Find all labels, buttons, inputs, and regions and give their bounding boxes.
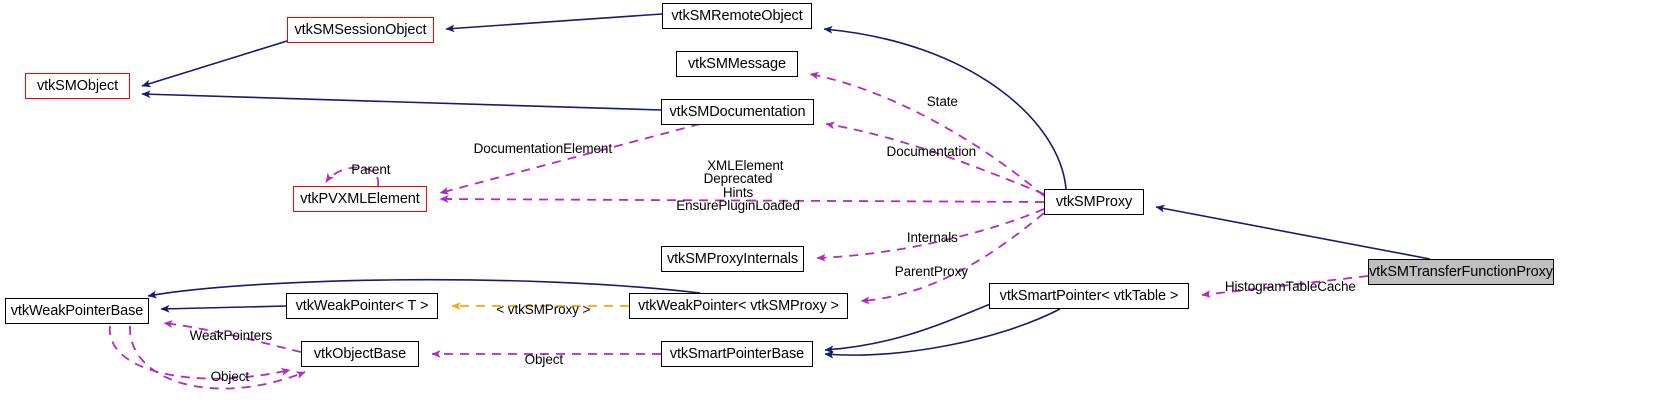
edge-label-text: Object — [210, 368, 250, 384]
class-node-vtksmartpointer-vtktable[interactable]: vtkSmartPointer< vtkTable > — [989, 283, 1189, 309]
class-node-label: vtkSMRemoteObject — [671, 7, 803, 24]
edge-label-weak-pointers: WeakPointers — [175, 315, 273, 356]
edge-label-text: WeakPointers — [189, 327, 273, 343]
edge-label-parent: Parent — [336, 149, 391, 190]
edge-label-text: Object — [524, 351, 564, 367]
class-node-label: vtkSMProxyInternals — [666, 250, 799, 267]
edge-label-histogram-table-cache: HistogramTableCache — [1208, 266, 1358, 307]
class-node-label: vtkObjectBase — [313, 345, 407, 362]
edge-label-text: ParentProxy — [894, 263, 968, 279]
class-node-vtkweakpointerbase[interactable]: vtkWeakPointerBase — [5, 298, 149, 324]
class-node-vtksmtransferfunctionproxy[interactable]: vtkSMTransferFunctionProxy — [1368, 259, 1554, 285]
edge-label-text: XMLElement Deprecated Hints EnsurePlugin… — [676, 157, 800, 213]
class-node-vtkweakpointer-t[interactable]: vtkWeakPointer< T > — [286, 293, 438, 319]
class-node-vtksmproxy[interactable]: vtkSMProxy — [1044, 189, 1144, 215]
class-node-label: vtkSMMessage — [688, 55, 786, 72]
edge-label-text: Documentation — [886, 143, 977, 159]
class-node-label: vtkSMDocumentation — [669, 103, 806, 120]
edge-label-documentation-element: DocumentationElement — [458, 128, 613, 169]
class-node-vtksmmessage[interactable]: vtkSMMessage — [676, 51, 798, 77]
class-node-label: vtkSmartPointerBase — [669, 345, 805, 362]
class-node-vtkpvxmlelement[interactable]: vtkPVXMLElement — [293, 186, 427, 212]
class-node-vtksmartpointerbase[interactable]: vtkSmartPointerBase — [661, 341, 813, 367]
class-node-label: vtkPVXMLElement — [300, 190, 420, 207]
class-node-label: vtkSMTransferFunctionProxy — [1369, 263, 1553, 280]
class-node-vtksmsessionobject[interactable]: vtkSMSessionObject — [287, 17, 434, 43]
class-node-label: vtkWeakPointerBase — [10, 302, 144, 319]
class-node-vtkweakpointer-vtksmproxy[interactable]: vtkWeakPointer< vtkSMProxy > — [629, 293, 848, 319]
class-node-label: vtkWeakPointer< T > — [295, 297, 429, 314]
edge-label-object-lower-left: Object — [196, 356, 250, 397]
class-node-vtksmdocumentation[interactable]: vtkSMDocumentation — [661, 99, 814, 125]
class-node-label: vtkWeakPointer< vtkSMProxy > — [638, 297, 839, 314]
class-node-vtksmproxyinternals[interactable]: vtkSMProxyInternals — [661, 246, 804, 272]
class-node-label: vtkSMSessionObject — [294, 21, 427, 38]
edge-label-text: State — [926, 93, 958, 109]
class-node-label: vtkSmartPointer< vtkTable > — [999, 287, 1179, 304]
edge-label-text: < vtkSMProxy > — [496, 301, 591, 317]
class-node-label: vtkSMObject — [36, 77, 119, 94]
edge-label-documentation: Documentation — [864, 131, 984, 172]
class-node-vtksmobject[interactable]: vtkSMObject — [25, 73, 130, 99]
class-node-vtksmremoteobject[interactable]: vtkSMRemoteObject — [662, 3, 812, 29]
class-node-vtkobjectbase[interactable]: vtkObjectBase — [301, 341, 419, 367]
class-node-label: vtkSMProxy — [1055, 193, 1133, 210]
edge-label-text: HistogramTableCache — [1224, 278, 1356, 294]
edge-label-state: State — [900, 81, 970, 122]
edge-label-xmlelement-group: XMLElement Deprecated Hints EnsurePlugin… — [665, 145, 811, 226]
edge-label-template-vtksmproxy: < vtkSMProxy > — [481, 289, 591, 330]
edge-label-parent-proxy: ParentProxy — [878, 251, 970, 292]
edge-label-object-mid: Object — [510, 339, 564, 380]
edge-label-text: Internals — [906, 229, 958, 245]
edge-label-text: Parent — [351, 161, 391, 177]
edge-label-text: DocumentationElement — [473, 140, 612, 156]
